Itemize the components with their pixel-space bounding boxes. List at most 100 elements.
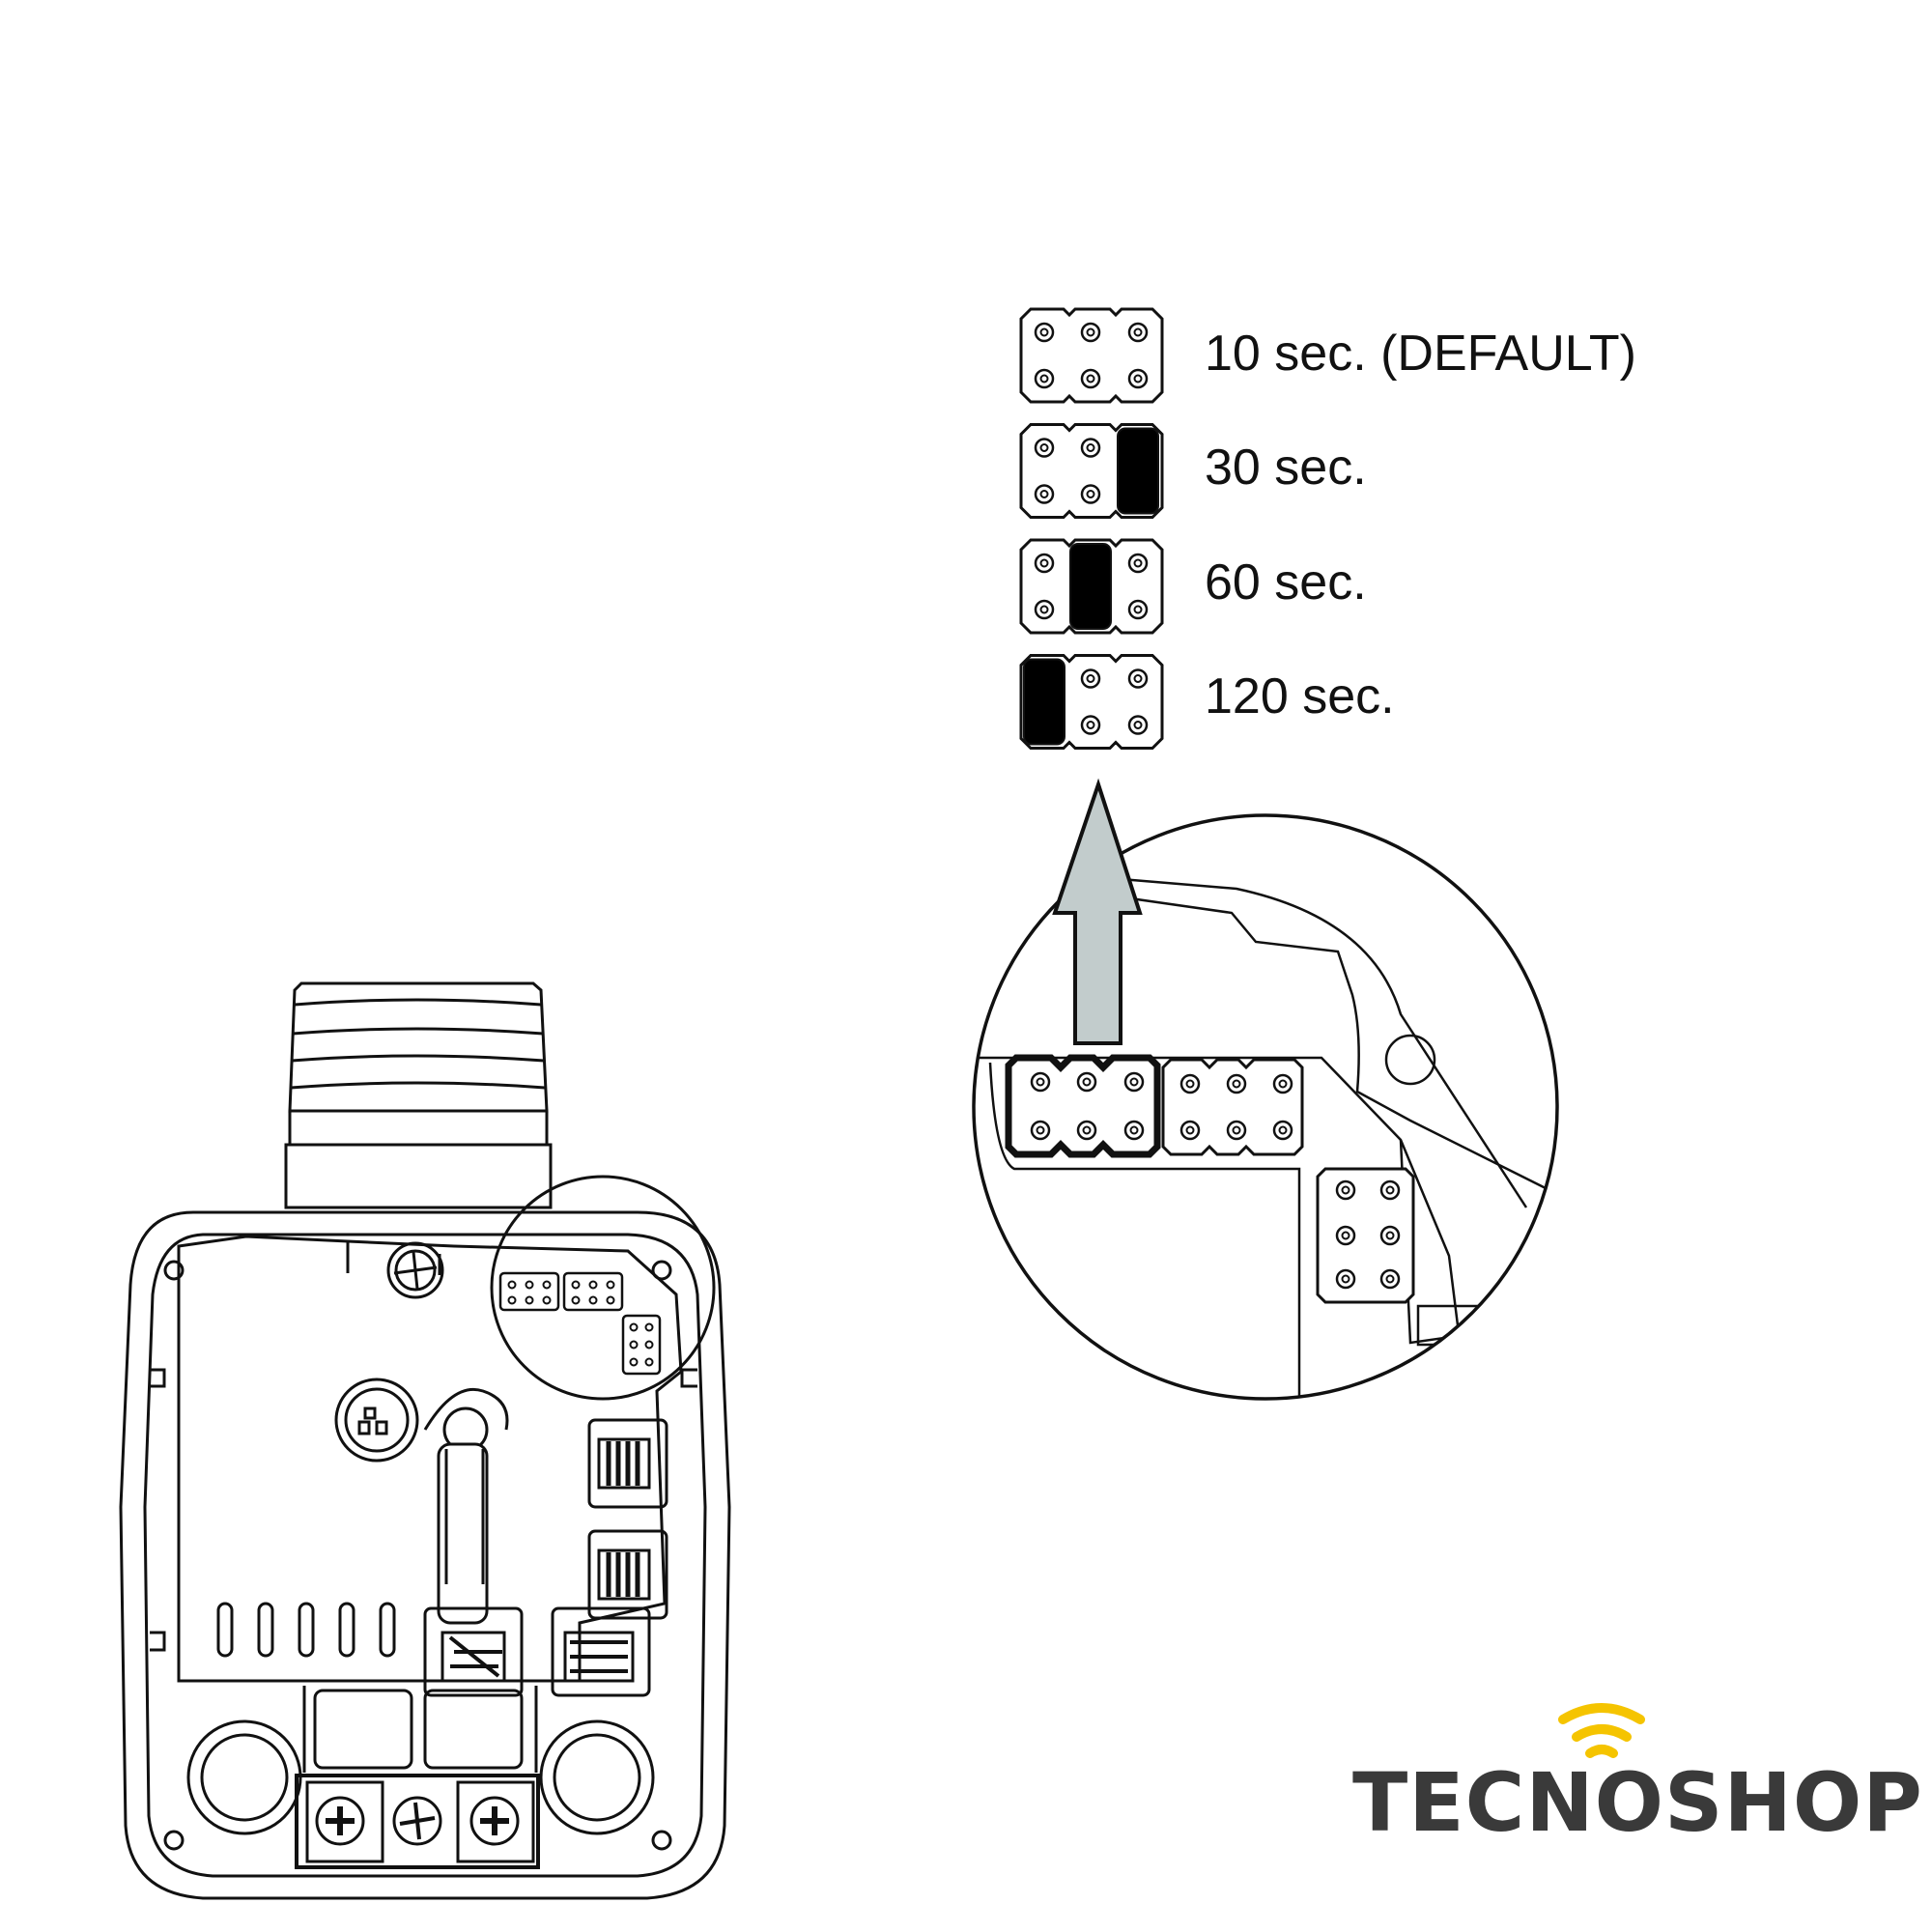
pin-center [1278,1125,1288,1135]
pin-center [1385,1185,1395,1195]
pin [542,1295,552,1305]
pin [1034,438,1055,458]
jumper-cap [1069,543,1112,630]
pin [588,1295,598,1305]
pin [629,1357,639,1367]
vent-slots [216,1602,396,1658]
outer-shell [119,1210,731,1900]
pin [525,1295,534,1305]
pin-center [1039,327,1049,337]
pin [1127,599,1149,620]
pin [1335,1179,1356,1201]
pin [1379,1225,1401,1246]
pin [507,1280,517,1290]
bottom-connectors [423,1606,651,1697]
pin [1127,368,1149,389]
pin [644,1322,654,1332]
jumper-block [1019,654,1164,750]
pin-center [1039,443,1049,452]
jumper-block [1019,423,1164,519]
jumper-header [1019,307,1164,404]
legend-label-120s: 120 sec. [1205,668,1395,724]
jumper-cap [1023,658,1065,746]
pin-center [1232,1079,1241,1089]
pin-center [1232,1125,1241,1135]
pin-center [1185,1125,1195,1135]
pin-center [1133,374,1143,384]
pin [644,1340,654,1350]
pin [1080,484,1101,504]
zoom-source-circle [490,1175,716,1401]
legend-label-60s: 60 sec. [1205,554,1367,611]
pin [644,1357,654,1367]
pin [525,1280,534,1290]
pin [507,1295,517,1305]
pin-center [1086,490,1095,498]
pin [629,1322,639,1332]
magnified-jumper-header [1161,1058,1415,1304]
pin-center [1039,374,1049,384]
pin [1080,438,1101,458]
pin-center [1385,1231,1395,1240]
pin [1076,1120,1097,1141]
pin [1226,1073,1247,1094]
pin-center [1086,327,1095,337]
pin-center [1185,1079,1195,1089]
pin [1123,1071,1145,1093]
pin [571,1280,581,1290]
pin [1379,1179,1401,1201]
jumper-block [1019,307,1164,404]
pin [1034,553,1055,574]
pin-center [1039,558,1049,568]
pin [1123,1120,1145,1141]
pin [1030,1120,1051,1141]
pin [1080,322,1101,343]
pin [1127,322,1149,343]
pin [1127,715,1149,735]
jumper-cap [1117,427,1159,515]
pin [1179,1120,1201,1141]
pin-center [1039,605,1049,614]
pin-center [1385,1274,1395,1284]
jumper-legend [1019,307,1164,750]
pin-center [1036,1125,1045,1135]
pin-center [1133,605,1143,614]
pin [1335,1268,1356,1290]
pin [1076,1071,1097,1093]
terminal-screw-icon [315,1796,365,1846]
terminal-screw-icon [469,1796,520,1846]
pin [1080,715,1101,735]
threaded-nozzle [284,981,553,1209]
pin [1379,1268,1401,1290]
pin [1272,1120,1293,1141]
pin [1080,368,1101,389]
cable-entries [186,1686,655,1835]
terminal-block [295,1774,540,1869]
pin [1080,668,1101,689]
pin [606,1295,615,1305]
pin [1034,484,1055,504]
pin-center [1086,443,1095,452]
pin-center [1082,1077,1092,1087]
legend-label-10s: 10 sec. (DEFAULT) [1205,326,1636,382]
pin-center [1133,558,1143,568]
pcb-jumper-headers [498,1271,662,1376]
wifi-signal-icon [1558,1703,1645,1758]
pin [571,1295,581,1305]
pin [1179,1073,1201,1094]
light-sensor-icon [334,1378,419,1463]
pin [1030,1071,1051,1093]
pin-center [1278,1079,1288,1089]
pin [1034,322,1055,343]
pin-center [1133,327,1143,337]
pin [1034,368,1055,389]
pin-center [1086,721,1095,729]
pin-center [1341,1231,1350,1240]
pin-center [1129,1125,1139,1135]
pin [1226,1120,1247,1141]
pin-center [1082,1125,1092,1135]
pin [1127,553,1149,574]
pin-center [1341,1185,1350,1195]
pin-center [1036,1077,1045,1087]
